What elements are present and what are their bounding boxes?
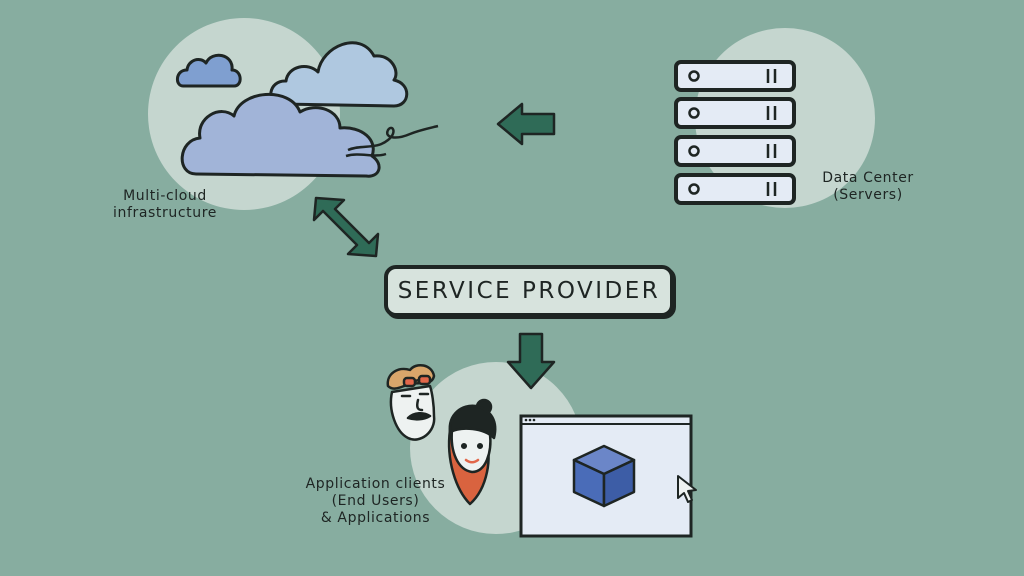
- woman-mouth: [464, 458, 480, 464]
- cloud-icon: [176, 41, 439, 178]
- server-rack-icon: [674, 60, 796, 205]
- cloud-label-line-2: infrastructure: [113, 205, 217, 221]
- person-icon: [447, 398, 497, 506]
- clients-label-line-2: (End Users): [331, 493, 420, 509]
- mouse-cursor-icon: [677, 475, 697, 503]
- cloud-squiggle: [347, 124, 439, 152]
- man-eyebrows: [400, 392, 430, 398]
- arrow-datacenter-to-cloud: [496, 102, 556, 146]
- cube-icon: [572, 444, 636, 508]
- man-sunglasses-left: [402, 376, 417, 388]
- server-unit-2: [674, 97, 796, 129]
- man-nose: [415, 398, 424, 412]
- clients-label: Application clients (End Users) & Applic…: [288, 476, 463, 527]
- cloud-squiggle-2: [345, 152, 387, 158]
- arrow-cloud-provider-bidirectional: [312, 196, 380, 258]
- arrow-provider-to-clients: [506, 332, 556, 390]
- small-cloud: [176, 53, 242, 88]
- server-unit-1: [674, 60, 796, 92]
- clients-label-line-3: & Applications: [320, 510, 431, 526]
- man-face: [389, 384, 436, 441]
- data-center-label-line-1: Data Center: [822, 170, 914, 186]
- data-center-label-line-2: (Servers): [833, 187, 903, 203]
- clients-label-line-1: Application clients: [305, 476, 446, 492]
- cloud-label-line-1: Multi-cloud: [123, 188, 207, 204]
- server-unit-4: [674, 173, 796, 205]
- data-center-label: Data Center (Servers): [806, 170, 930, 204]
- service-provider-box: SERVICE PROVIDER: [384, 265, 674, 317]
- person-icon: [386, 363, 436, 441]
- man-sunglasses-right: [417, 374, 432, 386]
- cloud-label: Multi-cloud infrastructure: [100, 188, 230, 222]
- server-unit-3: [674, 135, 796, 167]
- man-mustache: [406, 412, 432, 421]
- medium-cloud: [269, 41, 409, 108]
- service-provider-label: SERVICE PROVIDER: [397, 278, 661, 304]
- woman-hat: [448, 404, 497, 440]
